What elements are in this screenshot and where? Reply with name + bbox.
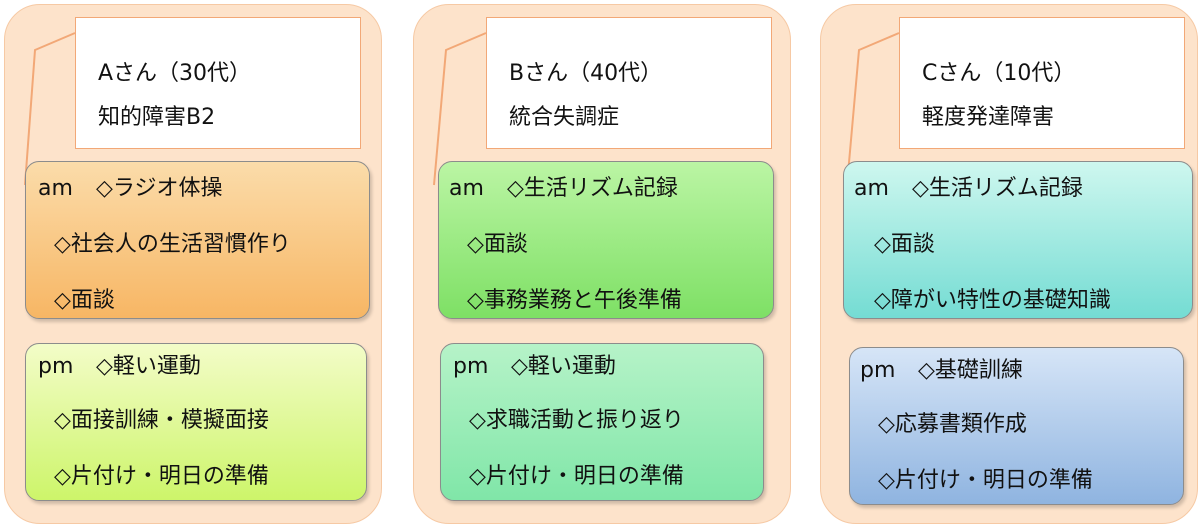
schedule-item: ◇社会人の生活習慣作り — [54, 232, 291, 257]
schedule-item: am ◇生活リズム記録 — [854, 174, 1083, 204]
period-label-pm: pm — [860, 358, 896, 383]
schedule-item: ◇面談 — [467, 232, 528, 257]
schedule-item: ◇面談 — [54, 288, 115, 313]
schedule-item: ◇面接訓練・模擬面接 — [54, 408, 269, 433]
period-label-pm: pm — [453, 354, 489, 379]
activity-text: ◇生活リズム記録 — [912, 176, 1083, 201]
person-condition: 統合失調症 — [509, 105, 620, 130]
am-schedule-block: am ◇生活リズム記録 ◇面談 ◇障がい特性の基礎知識 — [843, 161, 1193, 319]
person-name: Cさん（10代） — [922, 61, 1076, 86]
person-card: Bさん（40代） 統合失調症 — [486, 17, 772, 149]
period-label-am: am — [38, 176, 73, 201]
person-panel-a: Aさん（30代） 知的障害B2 am ◇ラジオ体操 ◇社会人の生活習慣作り ◇面談… — [4, 4, 382, 524]
schedule-item: ◇事務業務と午後準備 — [467, 288, 682, 313]
pm-schedule-block: pm ◇基礎訓練 ◇応募書類作成 ◇片付け・明日の準備 — [849, 347, 1184, 505]
activity-text: ◇軽い運動 — [96, 354, 201, 379]
period-label-am: am — [854, 176, 889, 201]
person-name: Aさん（30代） — [98, 61, 252, 86]
pm-schedule-block: pm ◇軽い運動 ◇面接訓練・模擬面接 ◇片付け・明日の準備 — [25, 343, 367, 501]
person-condition: 知的障害B2 — [98, 105, 216, 130]
activity-text: ◇基礎訓練 — [918, 358, 1023, 383]
person-condition: 軽度発達障害 — [922, 105, 1055, 130]
schedule-item: ◇片付け・明日の準備 — [54, 464, 269, 489]
schedule-item: ◇障がい特性の基礎知識 — [874, 288, 1111, 313]
person-card: Cさん（10代） 軽度発達障害 — [899, 17, 1185, 149]
period-label-pm: pm — [38, 354, 74, 379]
schedule-item: ◇面談 — [874, 232, 935, 257]
schedule-item: pm ◇基礎訓練 — [860, 356, 1023, 386]
person-name: Bさん（40代） — [509, 61, 663, 86]
period-label-am: am — [449, 176, 484, 201]
schedule-item: pm ◇軽い運動 — [453, 352, 616, 382]
activity-text: ◇軽い運動 — [511, 354, 616, 379]
schedule-item: ◇求職活動と振り返り — [469, 408, 684, 433]
schedule-item: ◇片付け・明日の準備 — [878, 468, 1093, 493]
am-schedule-block: am ◇ラジオ体操 ◇社会人の生活習慣作り ◇面談 — [25, 161, 370, 319]
activity-text: ◇生活リズム記録 — [507, 176, 678, 201]
schedule-item: pm ◇軽い運動 — [38, 352, 201, 382]
am-schedule-block: am ◇生活リズム記録 ◇面談 ◇事務業務と午後準備 — [438, 161, 774, 319]
person-panel-c: Cさん（10代） 軽度発達障害 am ◇生活リズム記録 ◇面談 ◇障がい特性の基礎… — [820, 4, 1198, 524]
schedule-item: ◇応募書類作成 — [878, 412, 1027, 437]
schedule-item: am ◇ラジオ体操 — [38, 174, 222, 204]
schedule-item: ◇片付け・明日の準備 — [469, 464, 684, 489]
person-panel-b: Bさん（40代） 統合失調症 am ◇生活リズム記録 ◇面談 ◇事務業務と午後準備… — [413, 4, 791, 524]
pm-schedule-block: pm ◇軽い運動 ◇求職活動と振り返り ◇片付け・明日の準備 — [440, 343, 764, 501]
schedule-item: am ◇生活リズム記録 — [449, 174, 678, 204]
activity-text: ◇ラジオ体操 — [96, 176, 223, 201]
person-card: Aさん（30代） 知的障害B2 — [75, 17, 361, 149]
